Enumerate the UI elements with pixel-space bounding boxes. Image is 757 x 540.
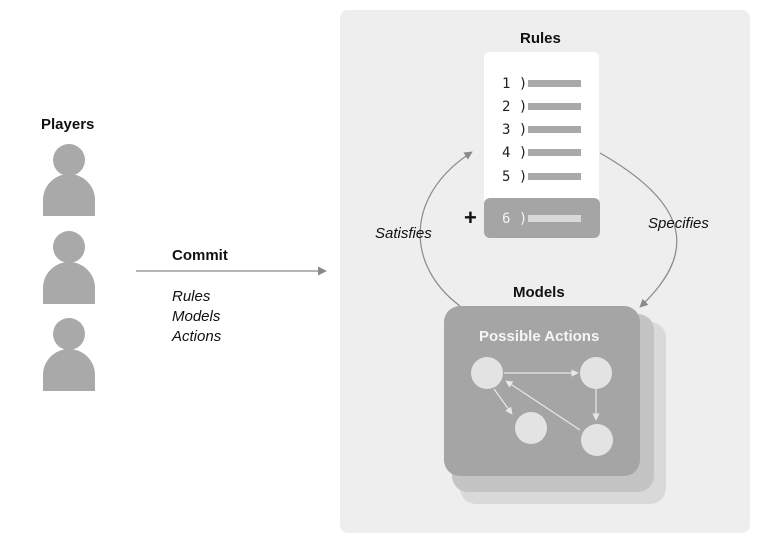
rule-number-3: 3 ) <box>502 122 528 138</box>
commit-title: Commit <box>172 247 228 264</box>
player-icon-3 <box>43 318 95 391</box>
rule-bar-1 <box>528 80 581 87</box>
player-icon-2 <box>43 231 95 304</box>
edge-d-a <box>505 380 581 431</box>
action-node-b <box>580 357 612 389</box>
players-title: Players <box>41 116 95 133</box>
rule-number-6: 6 ) <box>502 211 528 227</box>
rule-bar-2 <box>528 103 581 110</box>
rule-bar-4 <box>528 149 581 156</box>
satisfies-arrow <box>419 151 473 307</box>
action-node-d <box>581 424 613 456</box>
rule-number-5: 5 ) <box>502 169 528 185</box>
rule-number-4: 4 ) <box>502 145 528 161</box>
rules-title: Rules <box>520 30 561 47</box>
possible-actions-title: Possible Actions <box>479 328 600 345</box>
satisfies-label: Satisfies <box>375 225 432 242</box>
commit-item-models: Models <box>172 308 221 325</box>
specifies-label: Specifies <box>648 215 709 232</box>
rule-bar-6 <box>528 215 581 222</box>
specifies-arrow <box>599 152 678 308</box>
rule-bar-3 <box>528 126 581 133</box>
plus-icon: + <box>464 205 477 230</box>
action-node-c <box>515 412 547 444</box>
models-title: Models <box>513 284 565 301</box>
action-node-a <box>471 357 503 389</box>
rule-number-2: 2 ) <box>502 99 528 115</box>
player-icon-1 <box>43 144 95 216</box>
rule-number-1: 1 ) <box>502 76 528 92</box>
edge-a-c <box>493 388 513 415</box>
commit-item-rules: Rules <box>172 288 211 305</box>
rule-bar-5 <box>528 173 581 180</box>
commit-item-actions: Actions <box>172 328 222 345</box>
